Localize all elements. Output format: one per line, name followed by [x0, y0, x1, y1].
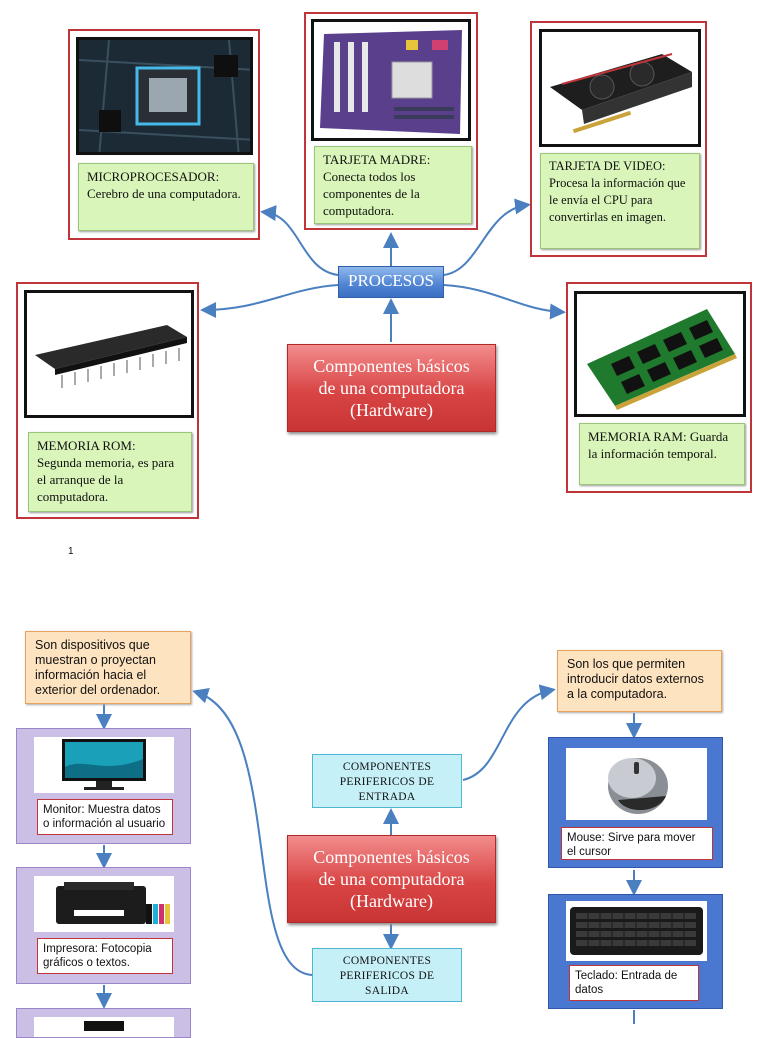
- arrow-to-tarjeta-video: [443, 198, 531, 276]
- tarjeta-madre-card: TARJETA MADRE: Conecta todos los compone…: [304, 12, 478, 230]
- mouse-panel: Mouse: Sirve para mover el cursor: [548, 737, 723, 868]
- center2-line2: de una computadora: [318, 869, 465, 889]
- microprocesador-card: MICROPROCESADOR: Cerebro de una computad…: [68, 29, 260, 240]
- keyboard-photo: [566, 901, 707, 961]
- monitor-caption: Monitor: Muestra datos o información al …: [37, 799, 173, 835]
- entrada-description: Son los que permiten introducir datos ex…: [557, 650, 722, 712]
- salida-line3: SALIDA: [365, 985, 409, 997]
- monitor-photo: [34, 737, 174, 793]
- memoria-ram-title: MEMORIA RAM:: [588, 429, 687, 444]
- arrow-to-memoria-rom: [200, 284, 339, 318]
- entrada-line2: PERIFERICOS DE: [339, 776, 435, 788]
- memoria-rom-card: MEMORIA ROM: Segunda memoria, es para el…: [16, 282, 199, 519]
- impresora-caption: Impresora: Fotocopia gráficos o textos.: [37, 938, 173, 974]
- memoria-ram-note: MEMORIA RAM: Guarda la información tempo…: [579, 423, 745, 485]
- monitor-panel: Monitor: Muestra datos o información al …: [16, 728, 191, 844]
- memoria-rom-note: MEMORIA ROM: Segunda memoria, es para el…: [28, 432, 192, 512]
- teclado-panel: Teclado: Entrada de datos: [548, 894, 723, 1009]
- center2-line3: (Hardware): [350, 891, 433, 911]
- microprocesador-title: MICROPROCESADOR:: [87, 169, 220, 184]
- memoria-rom-text: Segunda memoria, es para el arranque de …: [37, 455, 175, 504]
- tarjeta-video-text: Procesa la información que le envía el C…: [549, 176, 686, 224]
- mouse-photo: [566, 748, 707, 820]
- cpu-chip-photo: [76, 37, 253, 155]
- salida-description: Son dispositivos que muestran o proyecta…: [25, 631, 191, 704]
- salida-line2: PERIFERICOS DE: [339, 970, 435, 982]
- graphics-card-photo: [539, 29, 701, 147]
- memoria-ram-text: Guarda la información temporal.: [588, 429, 729, 461]
- arrow-to-entrada-desc: [462, 684, 556, 781]
- arrow-to-microprocesador: [260, 205, 339, 276]
- tarjeta-video-card: TARJETA DE VIDEO: Procesa la información…: [530, 21, 707, 257]
- tarjeta-madre-title: TARJETA MADRE:: [323, 152, 431, 167]
- impresora-panel: Impresora: Fotocopia gráficos o textos.: [16, 867, 191, 984]
- microprocesador-text: Cerebro de una computadora.: [87, 186, 241, 201]
- tarjeta-madre-text: Conecta todos los componentes de la comp…: [323, 169, 420, 218]
- salida-line1: COMPONENTES: [342, 955, 432, 967]
- mouse-caption: Mouse: Sirve para mover el cursor: [561, 827, 713, 860]
- ram-module-photo: [574, 291, 746, 417]
- center-node-page2: Componentes básicos de una computadora (…: [287, 835, 496, 923]
- salida-node: COMPONENTES PERIFERICOS DE SALIDA: [312, 948, 462, 1002]
- entrada-line3: ENTRADA: [358, 791, 416, 803]
- memoria-rom-title: MEMORIA ROM:: [37, 438, 136, 453]
- next-output-panel: [16, 1008, 191, 1038]
- center-line2: de una computadora: [318, 378, 465, 398]
- center2-line1: Componentes básicos: [313, 847, 470, 867]
- procesos-node: PROCESOS: [338, 266, 444, 298]
- entrada-node: COMPONENTES PERIFERICOS DE ENTRADA: [312, 754, 462, 808]
- page-number: 1: [68, 546, 74, 557]
- rom-chip-photo: [24, 290, 194, 418]
- arrow-to-salida-desc: [192, 688, 313, 976]
- tarjeta-video-title: TARJETA DE VIDEO:: [549, 159, 666, 173]
- motherboard-photo: [311, 19, 471, 141]
- printer-photo: [34, 876, 174, 932]
- center-line3: (Hardware): [350, 400, 433, 420]
- next-output-photo: [34, 1017, 174, 1037]
- teclado-caption: Teclado: Entrada de datos: [569, 965, 699, 1001]
- tarjeta-video-note: TARJETA DE VIDEO: Procesa la información…: [540, 153, 700, 249]
- center-line1: Componentes básicos: [313, 356, 470, 376]
- entrada-line1: COMPONENTES: [342, 761, 432, 773]
- memoria-ram-card: MEMORIA RAM: Guarda la información tempo…: [566, 282, 752, 493]
- tarjeta-madre-note: TARJETA MADRE: Conecta todos los compone…: [314, 146, 472, 224]
- microprocesador-note: MICROPROCESADOR: Cerebro de una computad…: [78, 163, 254, 231]
- center-node-page1: Componentes básicos de una computadora (…: [287, 344, 496, 432]
- arrow-to-memoria-ram: [443, 284, 566, 320]
